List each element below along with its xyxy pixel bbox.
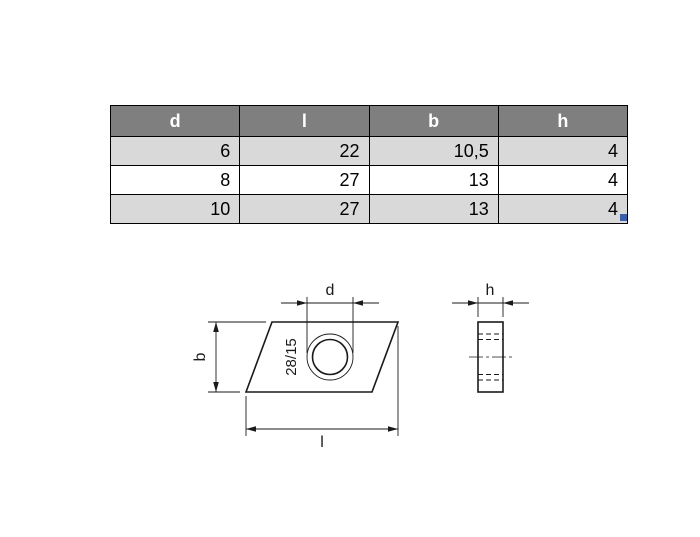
- d-label: d: [326, 282, 335, 299]
- cell: 22: [239, 136, 370, 166]
- cell: 4: [497, 194, 629, 224]
- l-arrow-right: [388, 426, 398, 432]
- cell: 4: [497, 165, 629, 195]
- selection-handle[interactable]: [620, 214, 627, 221]
- column-header-l: l: [239, 105, 370, 137]
- thread-outer-circle: [306, 333, 354, 381]
- d-arrow-left: [297, 300, 307, 306]
- b-arrow-bottom: [213, 382, 219, 392]
- b-arrow-top: [213, 322, 219, 332]
- table-row: 8 27 13 4: [109, 165, 629, 195]
- l-arrow-left: [246, 426, 256, 432]
- cell: 13: [368, 194, 499, 224]
- h-label: h: [486, 282, 495, 299]
- column-header-h: h: [497, 105, 629, 137]
- cell: 6: [109, 136, 241, 166]
- table-row: 6 22 10,5 4: [109, 136, 629, 166]
- cell: 8: [109, 165, 241, 195]
- column-header-d: d: [109, 105, 241, 137]
- dimensions-table: d l b h 6 22 10,5 4 8 27 13 4: [109, 105, 629, 224]
- hole-circle: [311, 338, 349, 376]
- cell: 13: [368, 165, 499, 195]
- side-view-outline: [477, 321, 504, 393]
- cell: 4: [497, 136, 629, 166]
- nut-outline: [244, 321, 400, 393]
- h-arrow-right: [503, 300, 513, 306]
- l-label: l: [320, 434, 324, 451]
- table-header-row: d l b h: [109, 105, 629, 137]
- cell: 10: [109, 194, 241, 224]
- column-header-b: b: [368, 105, 499, 137]
- cell: 10,5: [368, 136, 499, 166]
- h-arrow-left: [468, 300, 478, 306]
- b-label: b: [192, 352, 209, 361]
- nut-marking: 28/15: [283, 338, 300, 376]
- d-arrow-right: [353, 300, 363, 306]
- cell: 27: [239, 194, 370, 224]
- cell: 27: [239, 165, 370, 195]
- table-row: 10 27 13 4: [109, 194, 629, 224]
